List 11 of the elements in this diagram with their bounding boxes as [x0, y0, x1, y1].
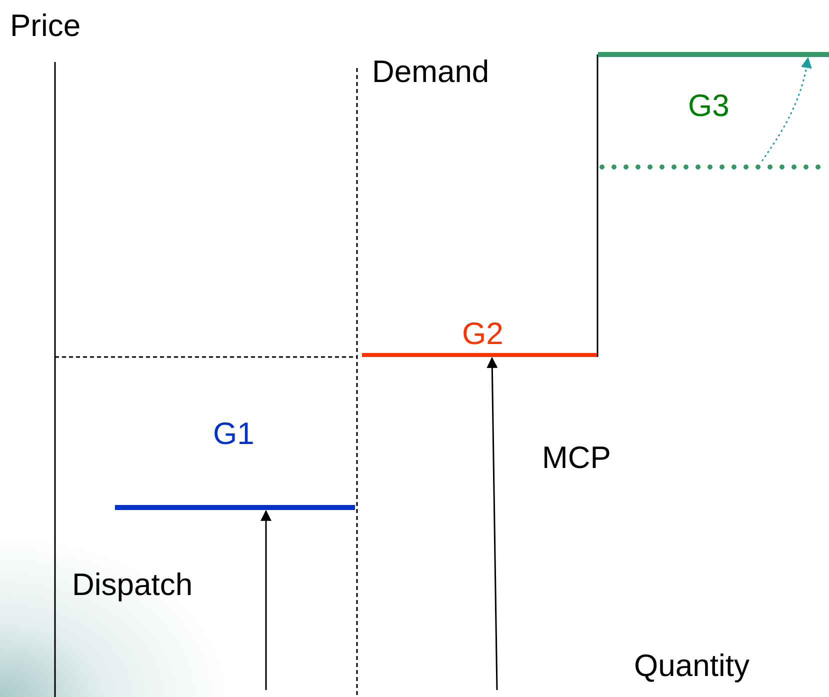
generator-label: G1 [213, 418, 254, 449]
curve-label: Demand [372, 56, 490, 87]
axis-label: Dispatch [72, 569, 193, 600]
axis-label: Quantity [634, 650, 750, 681]
arrow [761, 56, 812, 162]
arrow [260, 510, 272, 690]
axis-label: MCP [542, 442, 611, 473]
axis-label: Price [10, 10, 81, 41]
generator-label: G3 [688, 90, 730, 121]
generator-label: G2 [462, 318, 504, 349]
arrow [486, 356, 498, 690]
